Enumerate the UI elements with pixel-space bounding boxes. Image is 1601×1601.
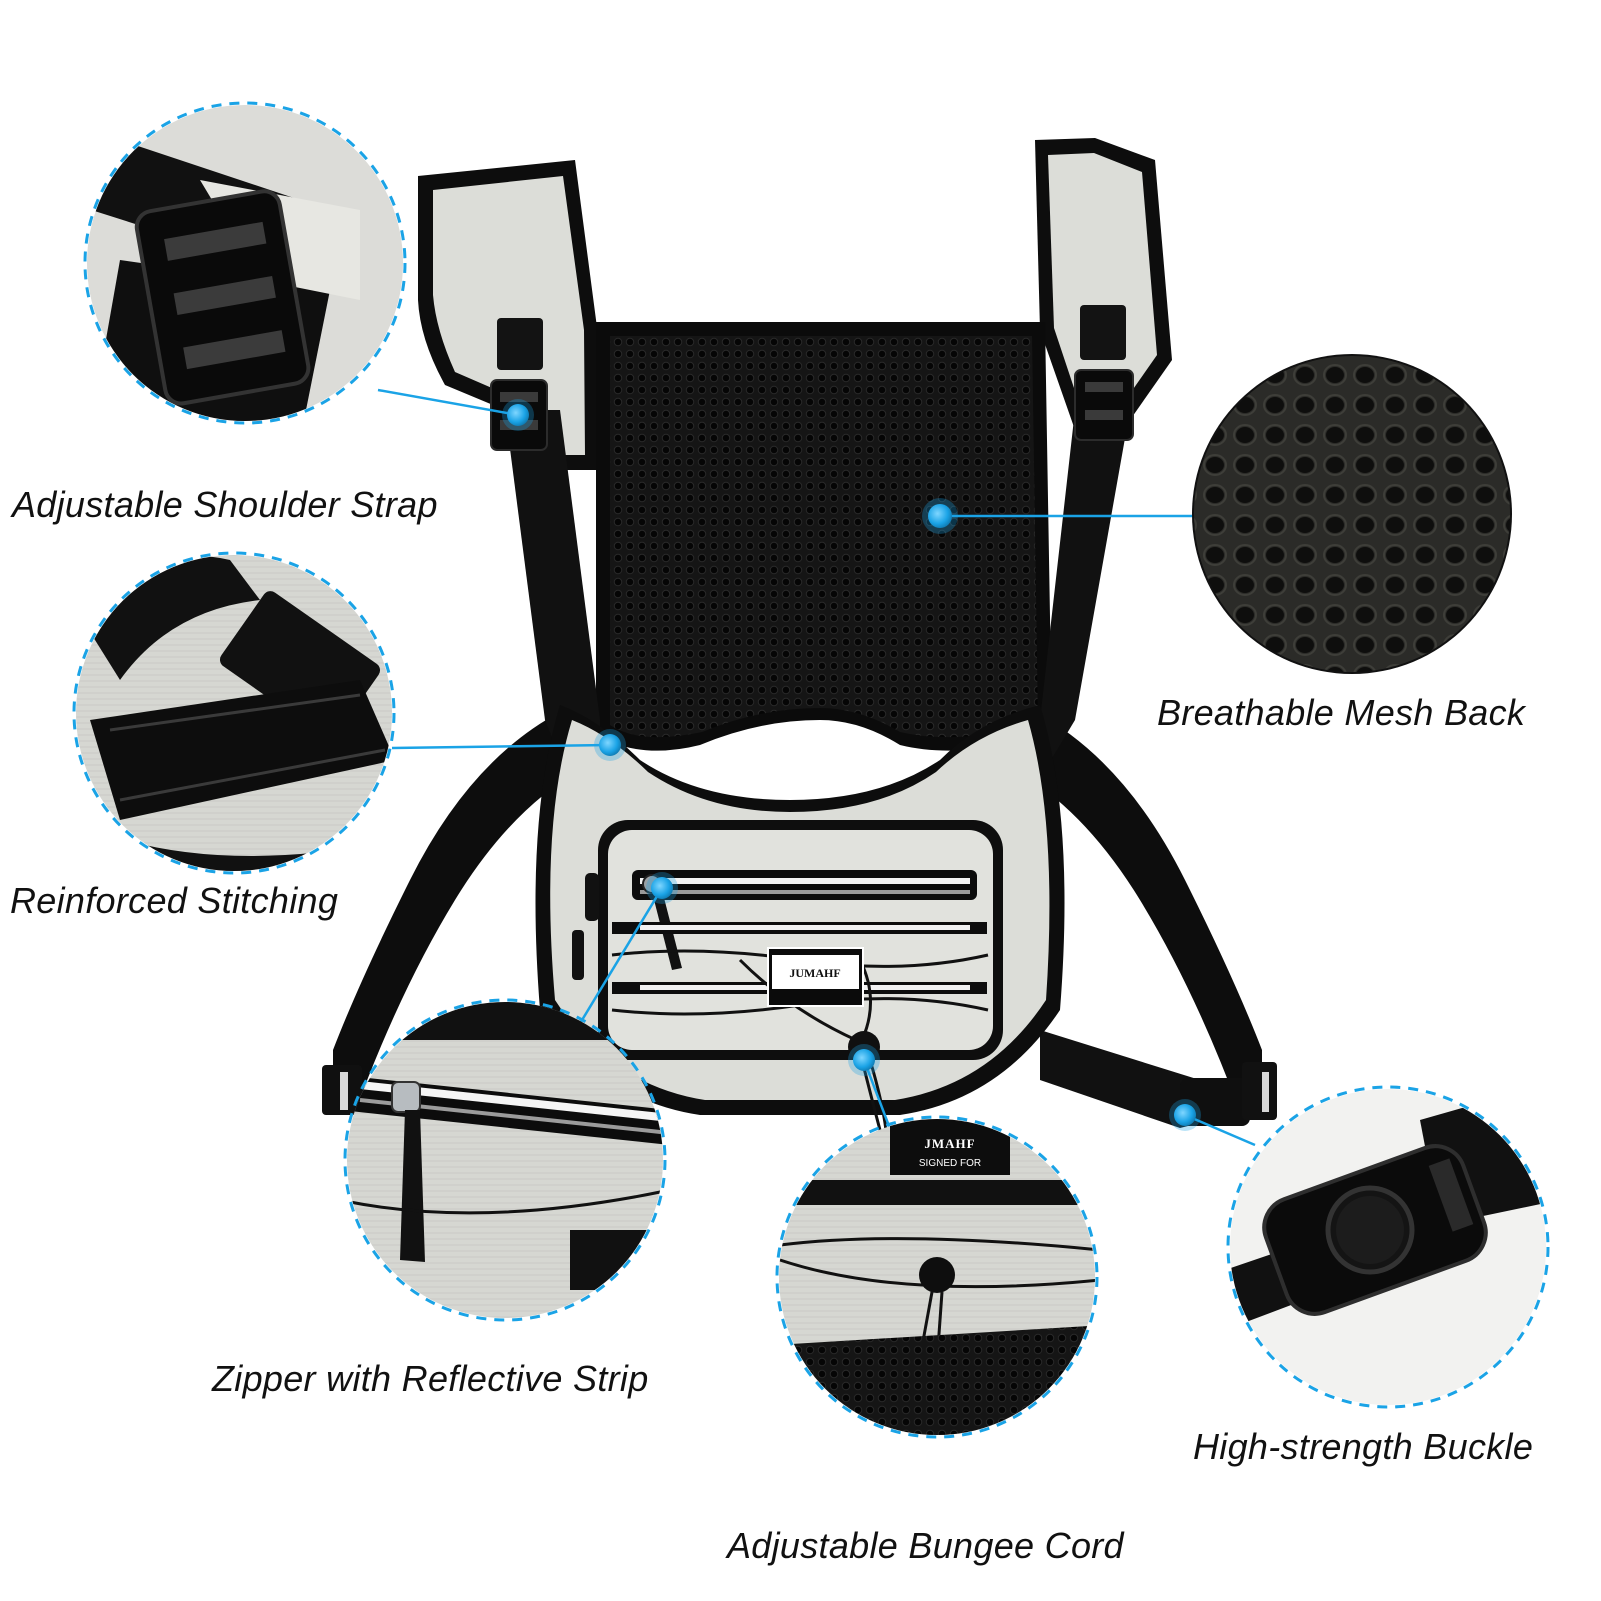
callout-lines — [377, 388, 1256, 1156]
blue-dot-icon — [651, 877, 673, 899]
label-mesh: Breathable Mesh Back — [1157, 692, 1526, 733]
zoom-buckle — [1226, 1085, 1550, 1409]
zoom-zipper — [343, 998, 667, 1322]
label-bungee: Adjustable Bungee Cord — [727, 1525, 1124, 1566]
label-buckle: High-strength Buckle — [1193, 1426, 1534, 1467]
callout-dots — [502, 399, 1201, 1131]
zoom-mesh — [1192, 354, 1512, 674]
label-shoulder-strap: Adjustable Shoulder Strap — [12, 484, 438, 525]
zoom-logo-text: JMAHF — [924, 1136, 975, 1151]
blue-dot-icon — [507, 404, 529, 426]
zoom-reinforced-stitching — [72, 551, 396, 875]
blue-dot-icon — [1174, 1104, 1196, 1126]
blue-dot-icon — [853, 1049, 875, 1071]
blue-dot-icon — [599, 734, 621, 756]
brand-logo-text: JUMAHF — [789, 966, 840, 980]
label-zipper: Zipper with Reflective Strip — [212, 1358, 649, 1399]
chest-rig-product: JUMAHF — [322, 138, 1277, 1161]
blue-dot-icon — [928, 504, 952, 528]
label-stitching: Reinforced Stitching — [10, 880, 339, 921]
zoom-logo-tagline: SIGNED FOR — [919, 1158, 981, 1169]
zoom-shoulder-strap — [83, 101, 407, 425]
zoom-bungee-cord: JMAHF SIGNED FOR — [775, 1115, 1099, 1439]
